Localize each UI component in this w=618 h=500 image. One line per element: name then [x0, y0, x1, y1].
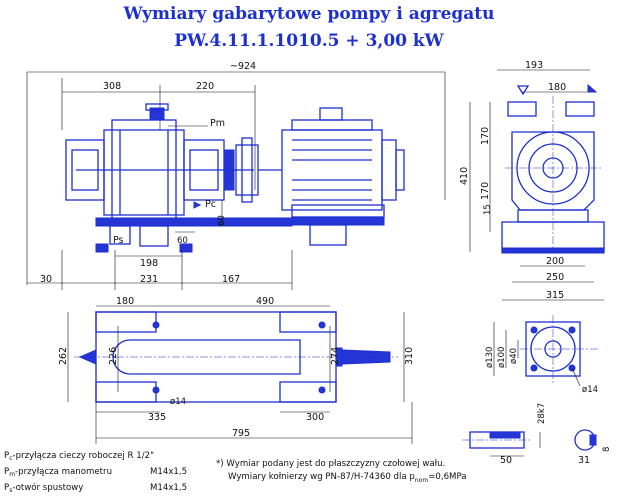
dim-300: 300 — [306, 412, 324, 423]
dim-308: 308 — [103, 81, 121, 92]
dim-231: 231 — [140, 274, 158, 285]
dim-plan-180: 180 — [116, 296, 134, 307]
side-view: ~924 308 220 Pm Pc — [26, 61, 446, 290]
dim-315: 315 — [546, 290, 564, 301]
dim-30: 30 — [40, 274, 52, 285]
legend-pm-value: M14x1,5 — [150, 467, 187, 477]
dim-250: 250 — [546, 272, 564, 283]
plan-view: 180 490 262 226 274 310 ø14 335 300 795 — [58, 296, 415, 444]
dim-274: 274 — [330, 347, 341, 365]
dim-795: 795 — [232, 428, 250, 439]
shaft-end: 28k7 50 31 8 — [462, 403, 612, 466]
dim-flange-14: ø14 — [582, 385, 598, 395]
legend-pm: Pm-przyłącza manometru — [4, 467, 112, 478]
dim-310: 310 — [404, 347, 415, 365]
dim-15: 15 — [483, 204, 493, 215]
dim-60-horizontal: 60 — [177, 236, 188, 246]
footnote: *) Wymiar podany jest do płaszczyzny czo… — [216, 459, 467, 484]
dim-flange-40: ø40 — [509, 348, 519, 364]
dim-8: 8 — [602, 447, 612, 452]
dim-28k7: 28k7 — [537, 403, 547, 424]
dim-flange-130: ø130 — [485, 347, 495, 368]
dim-198: 198 — [140, 258, 158, 269]
end-view: 193 180 410 170 170 15 200 250 315 — [459, 60, 605, 301]
dim-50: 50 — [500, 455, 512, 466]
dim-335: 335 — [148, 412, 166, 423]
legend-pc: Pc-przyłącza cieczy roboczej R 1/2" — [4, 451, 154, 462]
flange-view: ø130 ø100 ø40 ø14 — [485, 315, 600, 395]
legend-ps-value: M14x1,5 — [150, 483, 187, 493]
title-line-2: PW.4.11.1.1010.5 + 3,00 kW — [174, 31, 444, 51]
dim-193: 193 — [525, 60, 543, 71]
dim-262: 262 — [58, 347, 69, 365]
dim-220: 220 — [196, 81, 214, 92]
dim-flange-100: ø100 — [497, 347, 507, 368]
dim-31: 31 — [578, 455, 590, 466]
label-ps: Ps — [113, 235, 124, 246]
label-pc: Pc — [205, 199, 216, 210]
legend: Pc-przyłącza cieczy roboczej R 1/2" Pm-p… — [4, 451, 187, 494]
dim-overall: ~924 — [230, 61, 256, 72]
note-line-2: Wymiary kołnierzy wg PN-87/H-74360 dla p… — [228, 472, 467, 484]
dim-170-lower: 170 — [480, 182, 491, 200]
label-pm: Pm — [210, 118, 225, 129]
dim-167: 167 — [222, 274, 240, 285]
note-line-1: *) Wymiar podany jest do płaszczyzny czo… — [216, 459, 445, 469]
dim-60-vertical: 60 — [217, 215, 227, 226]
dim-200: 200 — [546, 256, 564, 267]
dim-180: 180 — [548, 82, 566, 93]
legend-ps: Ps-otwór spustowy — [4, 482, 83, 494]
dim-410: 410 — [459, 167, 470, 185]
dim-170-upper: 170 — [480, 127, 491, 145]
dim-plan-14: ø14 — [170, 397, 186, 407]
dim-plan-490: 490 — [256, 296, 274, 307]
dim-226: 226 — [108, 347, 119, 365]
title-line-1: Wymiary gabarytowe pompy i agregatu — [122, 4, 494, 24]
